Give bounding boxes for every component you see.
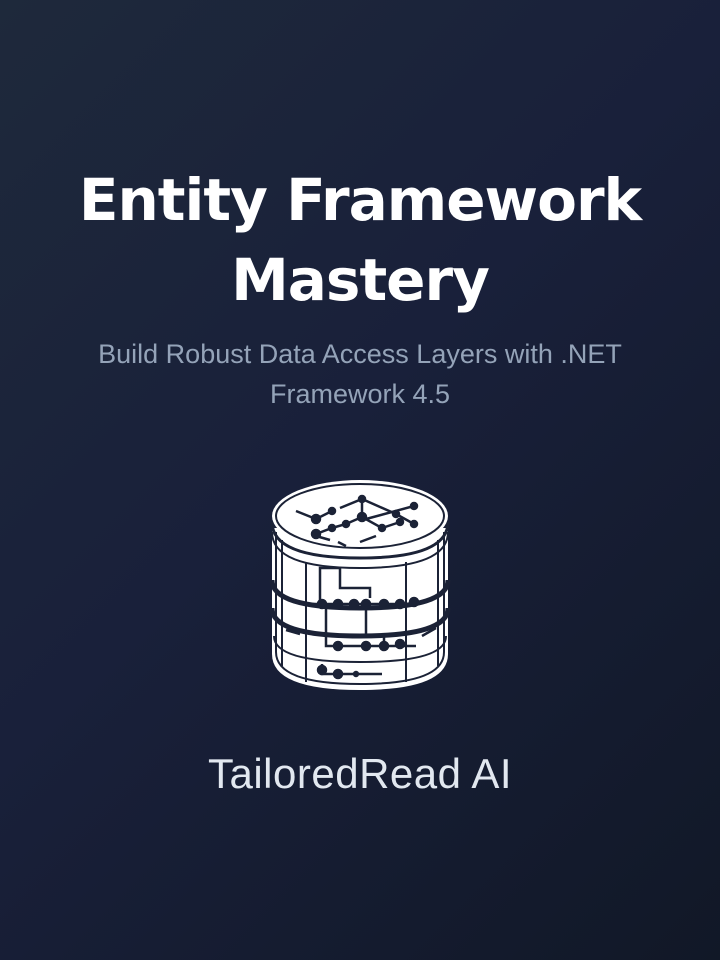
subtitle-line-1: Build Robust Data Access Layers with .NE…	[98, 339, 622, 369]
book-title: Entity Framework Mastery	[0, 160, 720, 320]
subtitle-line-2: Framework 4.5	[269, 379, 451, 409]
publisher-brand: TailoredRead AI	[207, 750, 513, 797]
book-subtitle: Build Robust Data Access Layers with .NE…	[40, 334, 680, 414]
title-line-2: Mastery	[231, 246, 490, 314]
title-line-1: Entity Framework	[78, 166, 642, 234]
database-circuit-icon	[266, 476, 454, 694]
